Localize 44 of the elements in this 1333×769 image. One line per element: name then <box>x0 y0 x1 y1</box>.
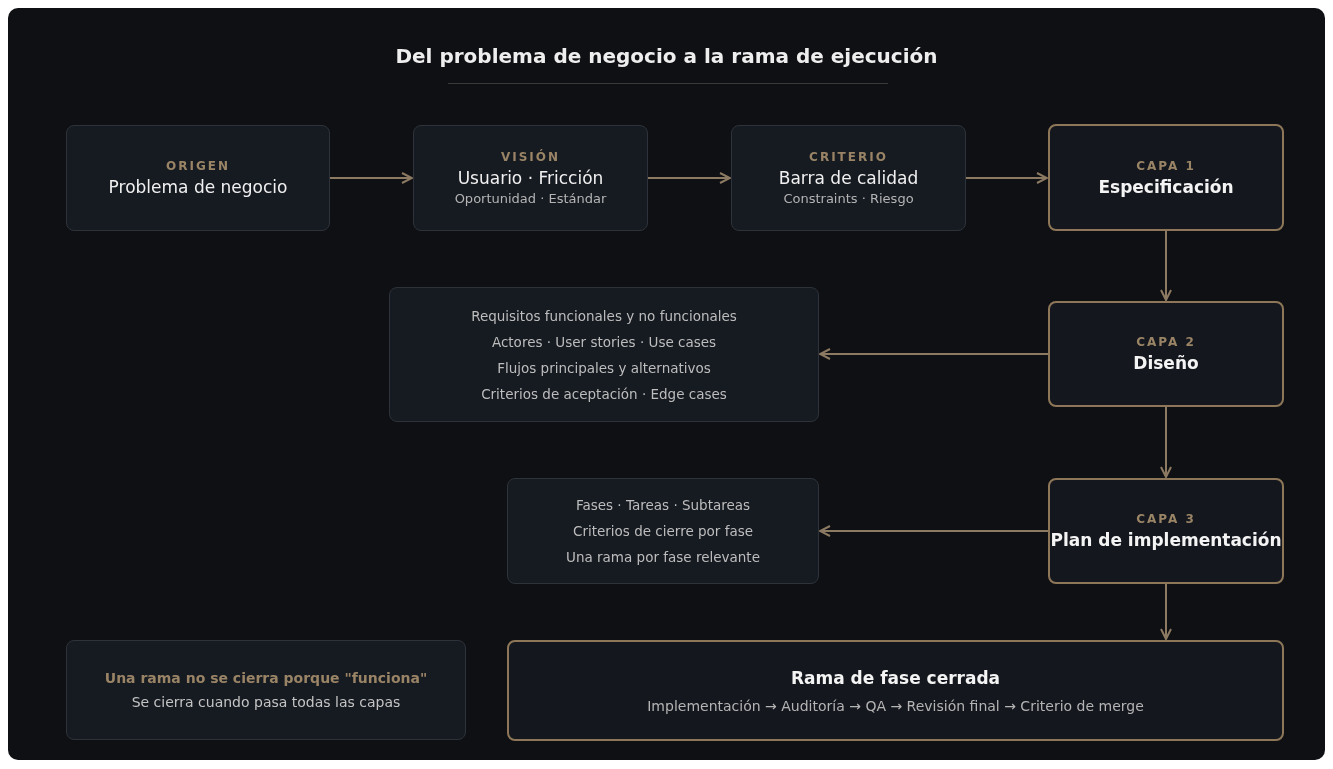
note-text: Se cierra cuando pasa todas las capas <box>131 694 401 710</box>
card-kicker: CAPA 1 <box>1136 158 1196 173</box>
card-title: Barra de calidad <box>778 168 919 188</box>
card-subtitle: Constraints · Riesgo <box>783 191 914 206</box>
detail-line: Criterios de cierre por fase <box>572 522 754 541</box>
detail-line: Criterios de aceptación · Edge cases <box>481 384 727 404</box>
card-kicker: ORIGEN <box>166 159 230 173</box>
card-title: Problema de negocio <box>108 177 288 197</box>
note-heading: Una rama no se cierra porque "funciona" <box>104 670 428 686</box>
card-title: Usuario · Fricción <box>457 168 604 188</box>
result-card <box>507 640 1284 741</box>
arrow <box>965 172 1048 184</box>
arrow <box>1160 230 1172 301</box>
arrow <box>1160 406 1172 478</box>
card-title: Rama de fase cerrada <box>790 667 1001 688</box>
layer-card <box>1048 124 1284 231</box>
arrow <box>819 525 1049 537</box>
detail-card <box>389 287 819 422</box>
detail-card <box>507 478 819 584</box>
card-kicker: CAPA 2 <box>1136 335 1196 349</box>
layer-card <box>1048 301 1284 407</box>
stage-card <box>66 125 330 231</box>
detail-line: Una rama por fase relevante <box>566 548 760 567</box>
card-subtitle: Implementación → Auditoría → QA → Revisión final → Criterio de merge <box>647 697 1144 714</box>
layer-card <box>1048 478 1284 584</box>
detail-line: Flujos principales y alternativos <box>497 358 711 378</box>
card-title: Especificación <box>1098 176 1234 197</box>
stage-card <box>413 125 648 231</box>
card-kicker: CRITERIO <box>809 150 888 164</box>
note-card <box>66 640 466 740</box>
card-title: Plan de implementación <box>1050 530 1282 550</box>
arrow <box>1160 583 1172 640</box>
stage-card <box>731 125 966 231</box>
card-kicker: CAPA 3 <box>1136 512 1196 526</box>
card-title: Diseño <box>1133 353 1199 373</box>
diagram-title: Del problema de negocio a la rama de ejecución <box>394 44 939 68</box>
arrow <box>329 172 413 184</box>
arrow <box>647 172 731 184</box>
detail-line: Actores · User stories · Use cases <box>491 332 717 352</box>
card-subtitle: Oportunidad · Estándar <box>454 191 607 206</box>
arrow <box>819 348 1049 360</box>
card-kicker: VISIÓN <box>500 150 561 164</box>
detail-line: Fases · Tareas · Subtareas <box>575 496 751 515</box>
detail-line: Requisitos funcionales y no funcionales <box>471 306 737 326</box>
